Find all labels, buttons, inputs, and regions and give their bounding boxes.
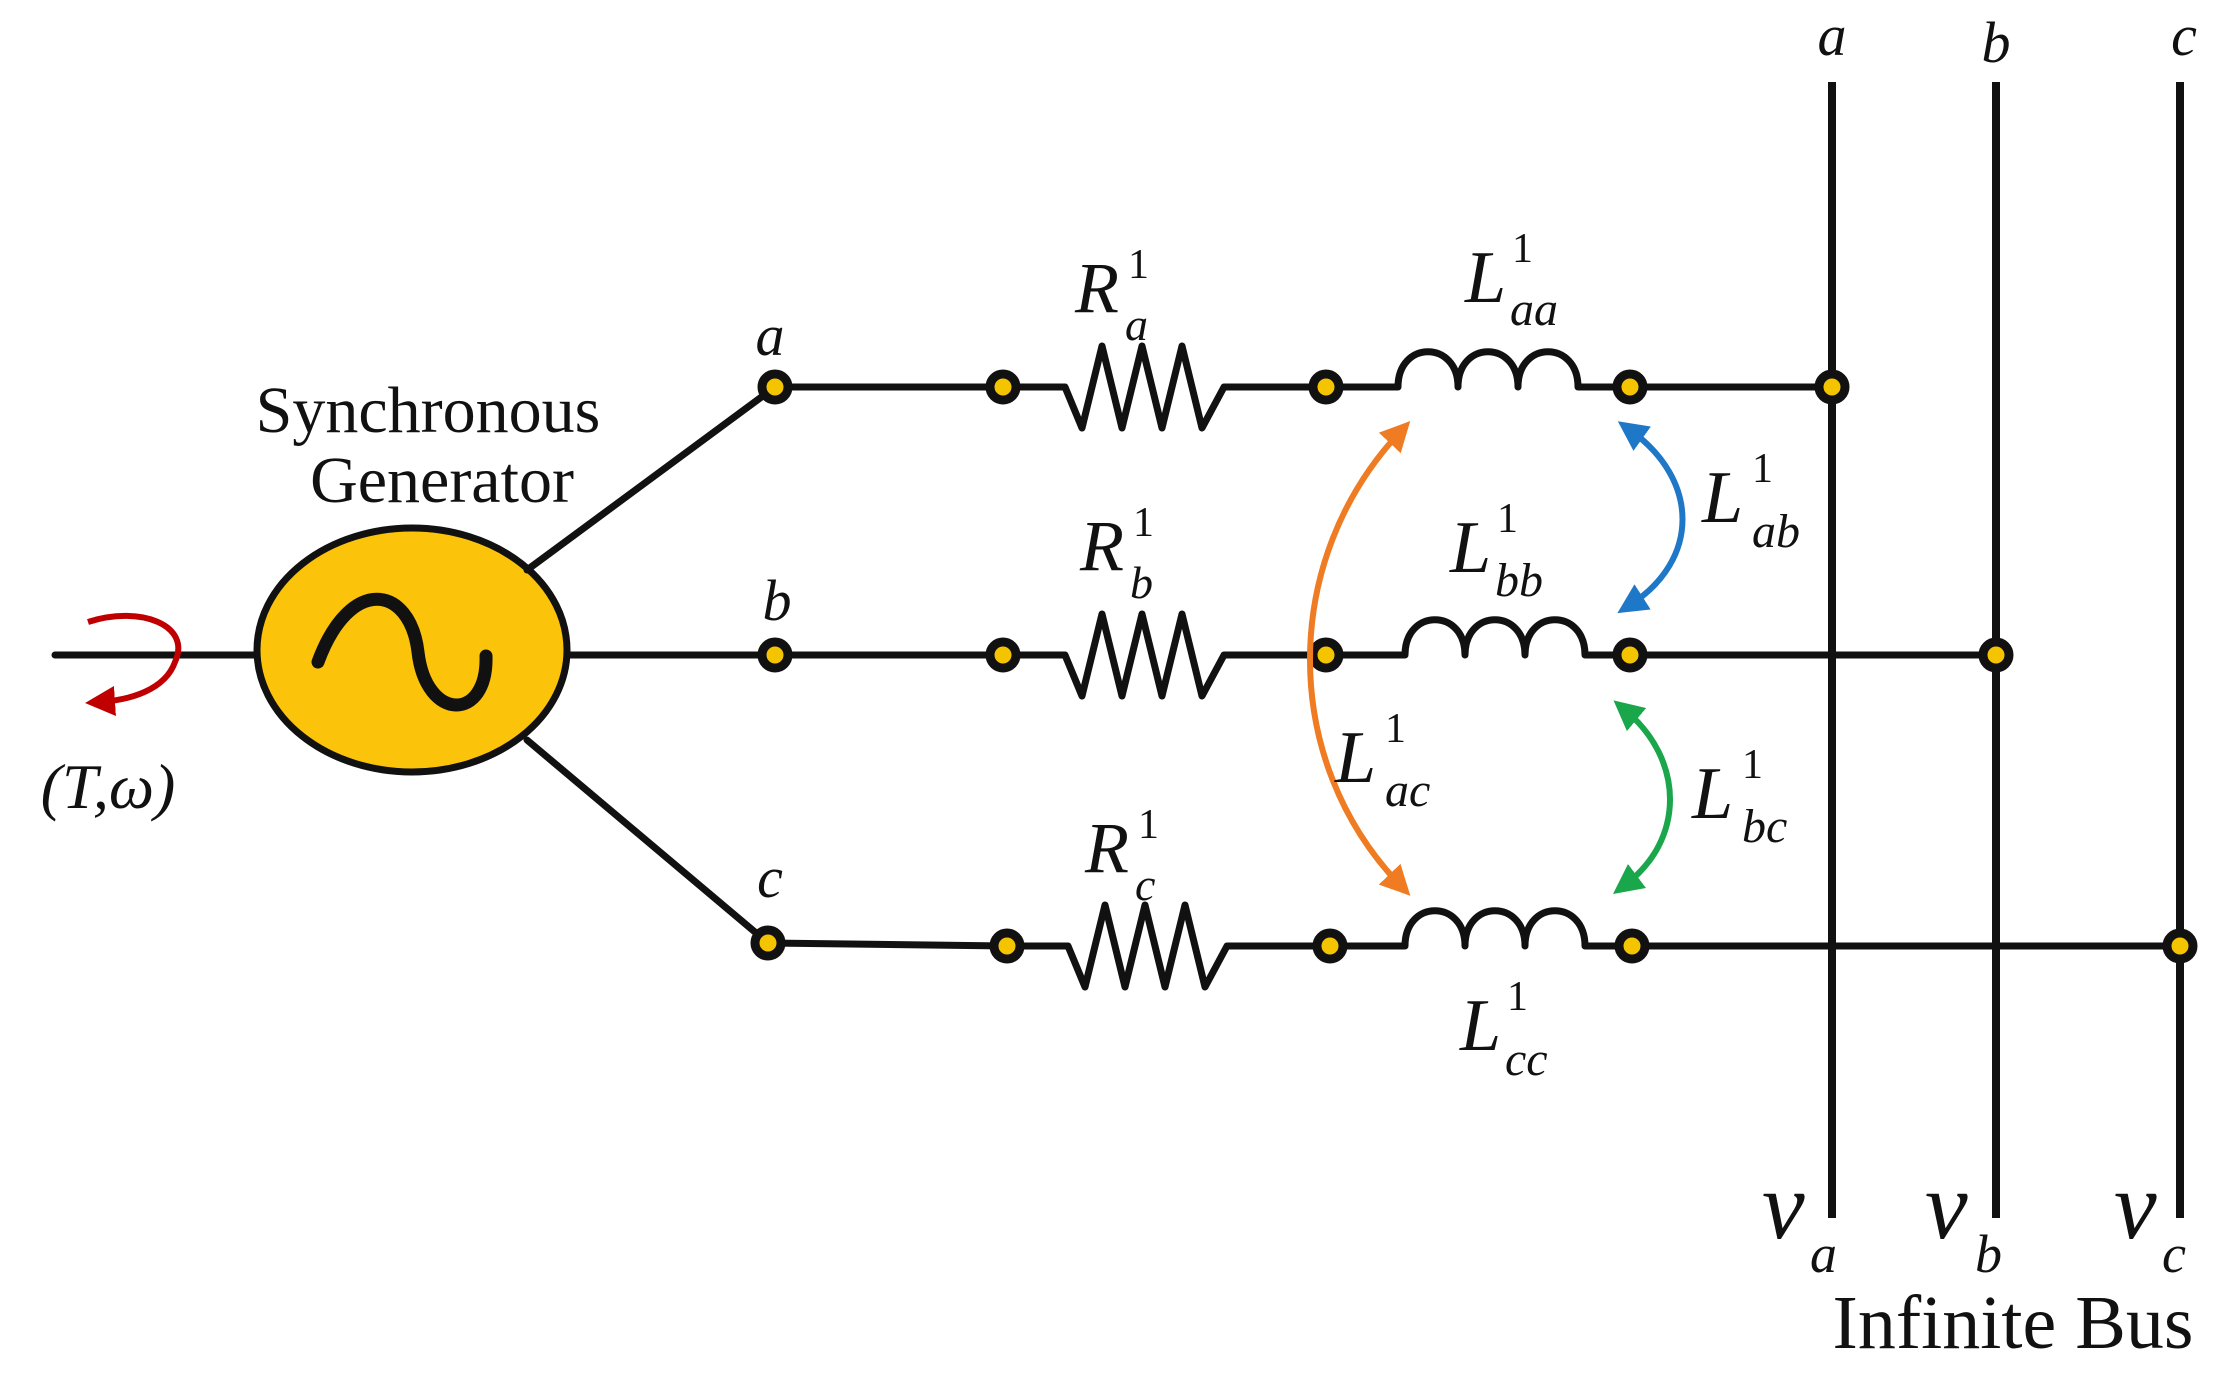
svg-text:bc: bc — [1742, 800, 1787, 853]
node-c-bus — [2162, 928, 2198, 964]
svg-text:1: 1 — [1507, 974, 1528, 1020]
node-b-l-in — [1308, 637, 1344, 673]
mutual-ac-label: L 1 ac — [1334, 706, 1430, 817]
sine-wave-icon — [311, 593, 493, 712]
resistor-a-label: R 1 a — [1074, 242, 1149, 350]
phase-a-lead — [523, 383, 779, 574]
resistor-b-label: R 1 b — [1079, 500, 1154, 608]
node-a-r-in — [985, 369, 1021, 405]
generator-label-line1: Synchronous — [256, 374, 601, 447]
svg-text:1: 1 — [1512, 226, 1533, 272]
svg-text:L: L — [1334, 717, 1376, 799]
phase-a-label: a — [756, 303, 785, 368]
svg-text:v: v — [2114, 1152, 2157, 1259]
svg-text:R: R — [1079, 506, 1124, 586]
bus-label-a: a — [1818, 3, 1847, 68]
svg-text:ab: ab — [1752, 505, 1800, 558]
inductor-bb-label: L 1 bb — [1449, 496, 1543, 607]
mutual-ab-label: L 1 ab — [1701, 446, 1800, 558]
svg-text:1: 1 — [1138, 802, 1159, 848]
svg-text:1: 1 — [1133, 500, 1154, 546]
resistor-c-label: R 1 c — [1084, 802, 1159, 910]
svg-text:bb: bb — [1495, 554, 1543, 607]
rotation-arrow-icon — [85, 612, 182, 716]
infinite-bus-title: Infinite Bus — [1833, 1281, 2194, 1365]
svg-text:b: b — [1130, 557, 1153, 608]
svg-text:R: R — [1084, 808, 1129, 888]
svg-text:L: L — [1464, 237, 1506, 319]
svg-text:v: v — [1762, 1152, 1805, 1259]
mutual-bc-label: L 1 bc — [1691, 742, 1787, 853]
svg-text:a: a — [1810, 1224, 1837, 1284]
svg-text:aa: aa — [1510, 283, 1558, 336]
node-c-r-in — [989, 928, 1025, 964]
node-b-bus — [1978, 637, 2014, 673]
svg-text:L: L — [1701, 457, 1743, 539]
node-b-gen — [757, 637, 793, 673]
phase-a-line — [771, 342, 1836, 432]
node-a-l-out — [1612, 369, 1648, 405]
svg-text:a: a — [1125, 299, 1148, 350]
generator-label-line2: Generator — [310, 444, 574, 517]
svg-text:1: 1 — [1497, 496, 1518, 542]
phase-c-lead — [523, 736, 772, 947]
phase-c-label: c — [757, 845, 783, 910]
mutual-ab-arrow — [1617, 421, 1686, 614]
mech-input-label: (T,ω) — [41, 751, 176, 822]
phase-c-line — [764, 901, 2184, 991]
node-b-l-out — [1612, 637, 1648, 673]
svg-text:c: c — [1135, 859, 1155, 910]
node-c-l-out — [1614, 928, 1650, 964]
svg-text:L: L — [1459, 985, 1501, 1067]
node-c-gen — [750, 925, 786, 961]
phase-b-line — [771, 610, 2000, 700]
svg-text:1: 1 — [1385, 706, 1406, 752]
svg-text:R: R — [1074, 248, 1119, 328]
node-a-gen — [757, 369, 793, 405]
bus-label-b: b — [1982, 10, 2011, 75]
node-a-l-in — [1308, 369, 1344, 405]
svg-text:b: b — [1975, 1224, 2002, 1284]
phase-b-label: b — [763, 568, 792, 633]
node-b-r-in — [985, 637, 1021, 673]
bus-label-c: c — [2171, 3, 2197, 68]
svg-text:1: 1 — [1128, 242, 1149, 288]
svg-text:L: L — [1449, 507, 1491, 589]
mutual-bc-arrow — [1613, 700, 1673, 895]
svg-text:1: 1 — [1742, 742, 1763, 788]
svg-text:ac: ac — [1385, 764, 1430, 817]
svg-text:1: 1 — [1752, 446, 1773, 492]
voltage-c-label: v c — [2114, 1152, 2186, 1284]
inductor-cc-label: L 1 cc — [1459, 974, 1548, 1086]
node-a-bus — [1814, 369, 1850, 405]
voltage-b-label: v b — [1925, 1152, 2002, 1284]
voltage-a-label: v a — [1762, 1152, 1837, 1284]
inductor-aa-label: L 1 aa — [1464, 226, 1558, 336]
svg-text:L: L — [1691, 753, 1733, 835]
svg-text:cc: cc — [1505, 1033, 1548, 1086]
svg-text:c: c — [2162, 1224, 2186, 1284]
terminal-nodes — [750, 369, 2198, 964]
mutual-ac-arrow — [1307, 421, 1411, 896]
svg-text:v: v — [1925, 1152, 1968, 1259]
node-c-l-in — [1312, 928, 1348, 964]
